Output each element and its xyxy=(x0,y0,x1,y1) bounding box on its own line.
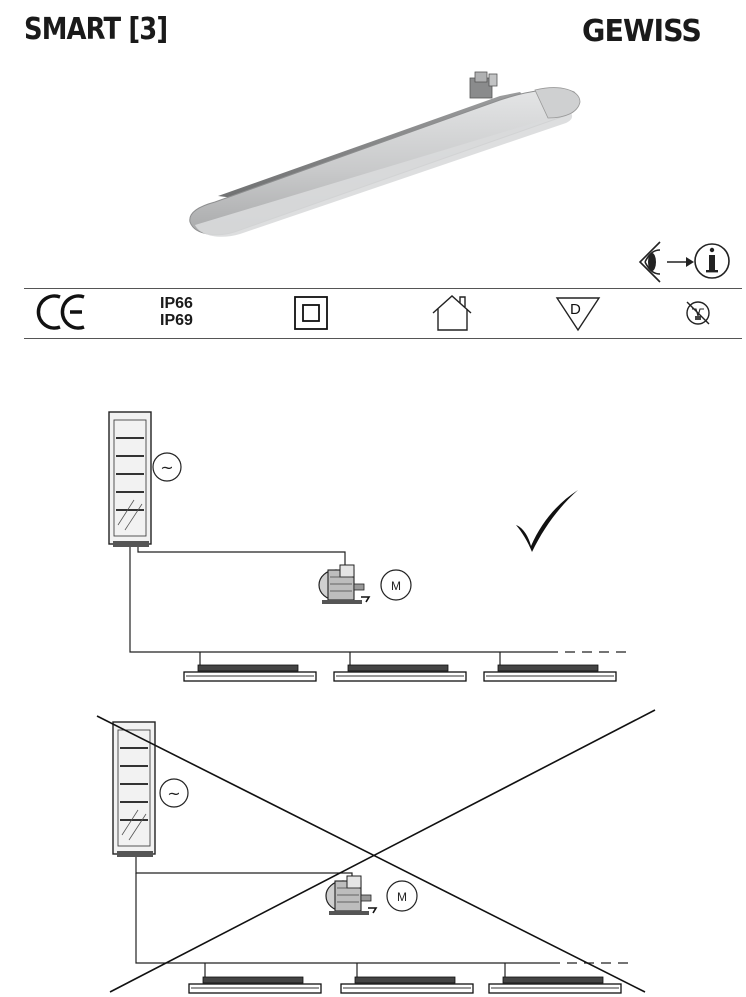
motor-label-correct: M xyxy=(380,569,412,601)
motor-label-wrong: M xyxy=(386,880,418,912)
ip-rating-2: IP69 xyxy=(160,312,193,329)
motor-letter-wrong: M xyxy=(397,890,407,904)
d-mark-letter: D xyxy=(570,301,581,318)
check-mark-icon xyxy=(516,490,578,552)
divider-top xyxy=(24,288,742,289)
no-lamp-replacement-icon xyxy=(686,301,710,325)
wiring-wrong xyxy=(135,857,628,982)
ip-rating-1: IP66 xyxy=(160,295,193,312)
divider-bottom xyxy=(24,338,742,339)
page-title: SMART [3] xyxy=(24,12,168,47)
distribution-panel-correct xyxy=(108,411,152,547)
motor-icon-wrong xyxy=(325,875,378,915)
ac-symbol-wrong: ~ xyxy=(167,784,180,803)
motor-letter-correct: M xyxy=(391,579,401,593)
house-icon xyxy=(432,295,472,331)
class-ii-double-square-icon xyxy=(294,296,328,330)
ac-supply-icon: ~ xyxy=(152,452,182,482)
brand-logo: GEWISS xyxy=(582,14,702,49)
ip-rating: IP66 IP69 xyxy=(160,295,193,329)
luminaire-row-correct xyxy=(183,664,617,682)
d-mark-icon: D xyxy=(555,297,601,332)
ac-symbol-correct: ~ xyxy=(160,458,173,477)
ac-supply-icon-wrong: ~ xyxy=(159,778,189,808)
distribution-panel-wrong xyxy=(112,721,156,857)
motor-icon-correct xyxy=(318,564,371,604)
luminaire-row-wrong xyxy=(188,976,622,994)
cross-out-lines xyxy=(96,709,656,993)
